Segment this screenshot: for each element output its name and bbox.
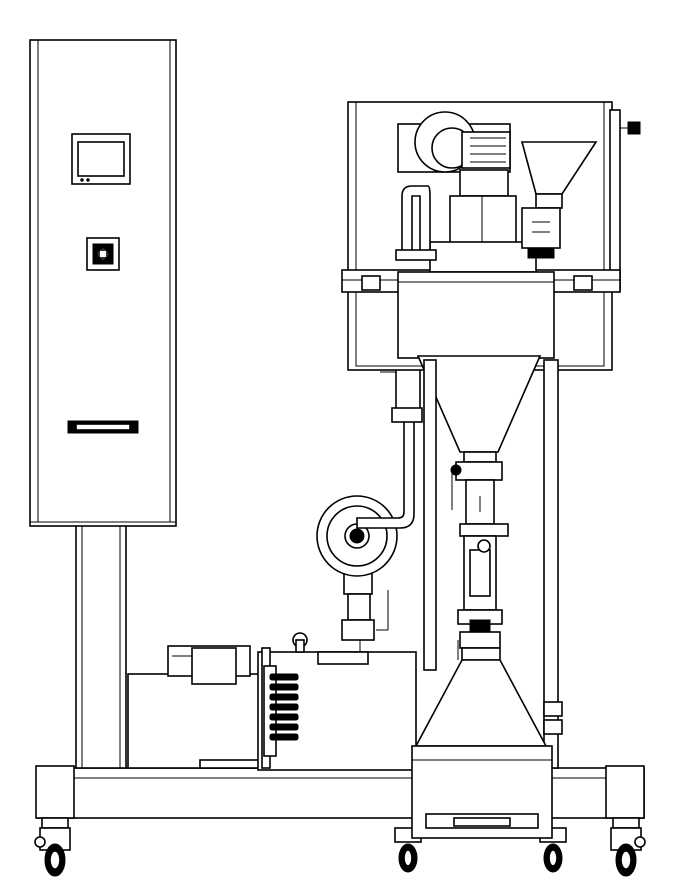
vacuum-pump [257,632,417,771]
conical-vessel [397,271,555,463]
cooling-fins [269,673,299,741]
collection-container [411,745,553,839]
cabinet-handle [67,420,139,434]
inlet-pipe [395,185,437,261]
drive-motor [397,111,537,273]
castor-wheel-right [610,817,646,877]
cabinet-support-column [75,523,127,769]
control-cabinet [29,39,177,527]
right-support-beam [423,359,563,769]
adjustment-handle [620,121,641,135]
touch-screen-panel [71,133,131,185]
castor-wheel-left [34,817,71,877]
pump-motor [127,645,261,769]
castor-wheel-centre-right [539,827,567,873]
emergency-stop-switch [86,237,120,271]
sight-glass [457,535,503,660]
feed-hopper [520,141,598,259]
discharge-valve [450,461,509,537]
